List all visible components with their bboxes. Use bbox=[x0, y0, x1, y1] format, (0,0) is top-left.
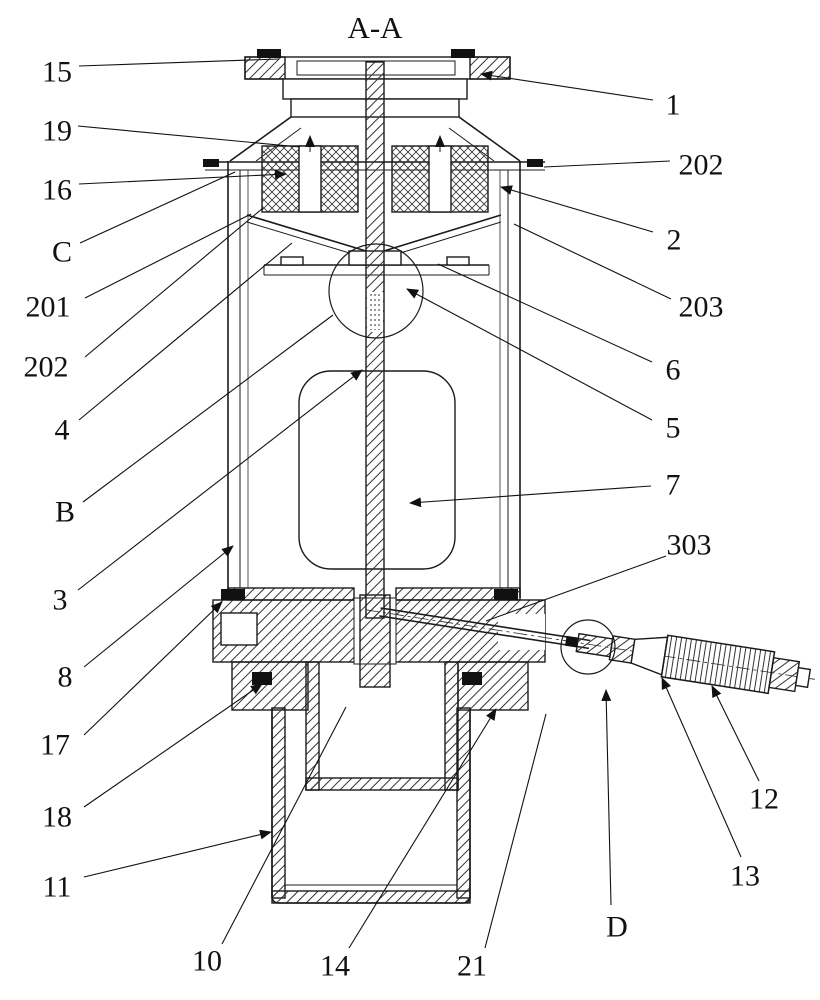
callout-5: 5 bbox=[666, 412, 681, 445]
grip-end-step bbox=[768, 656, 801, 693]
leader-line-17 bbox=[83, 601, 223, 736]
seal-step-right bbox=[462, 672, 482, 685]
body-wall-right bbox=[499, 161, 521, 598]
callout-1: 1 bbox=[666, 89, 681, 122]
plate-end-right bbox=[527, 159, 543, 167]
seal-top-right bbox=[451, 49, 475, 58]
leader-line-202 bbox=[84, 207, 264, 358]
leader-line-11 bbox=[83, 829, 272, 878]
leader-line-10 bbox=[221, 706, 347, 945]
packing-block-right bbox=[391, 135, 489, 213]
leader-line-D bbox=[601, 689, 612, 906]
shaft-perforated-window bbox=[367, 292, 383, 332]
leader-line-C bbox=[79, 171, 236, 244]
callout-6: 6 bbox=[666, 354, 681, 387]
callout-11: 11 bbox=[43, 871, 72, 904]
central-shaft bbox=[365, 61, 385, 619]
callout-12: 12 bbox=[749, 783, 779, 816]
leader-line-8 bbox=[83, 545, 234, 668]
callout-17: 17 bbox=[40, 729, 70, 762]
leader-line-2 bbox=[500, 185, 654, 233]
callout-8: 8 bbox=[58, 661, 73, 694]
callout-16: 16 bbox=[42, 174, 72, 207]
leader-line-202 bbox=[543, 160, 671, 168]
callout-2: 2 bbox=[667, 224, 682, 257]
callout-3: 3 bbox=[53, 584, 68, 617]
callout-19: 19 bbox=[42, 115, 72, 148]
leader-line-18 bbox=[83, 683, 263, 808]
callout-18: 18 bbox=[42, 801, 72, 834]
callout-7: 7 bbox=[666, 469, 681, 502]
callout-203: 203 bbox=[679, 291, 724, 324]
knurled-grip bbox=[660, 634, 776, 695]
leader-line-1 bbox=[480, 70, 654, 101]
detail-circle-B bbox=[328, 243, 424, 339]
callout-14: 14 bbox=[320, 950, 350, 983]
plate-end-left bbox=[203, 159, 219, 167]
detail-circle-D bbox=[560, 619, 616, 675]
leader-line-13 bbox=[661, 677, 742, 858]
valve-collar bbox=[608, 635, 636, 664]
outer-cup bbox=[271, 707, 471, 904]
callout-B: B bbox=[55, 496, 75, 529]
callout-15: 15 bbox=[42, 56, 72, 89]
valve-taper bbox=[630, 636, 669, 676]
section-title: A-A bbox=[347, 10, 403, 45]
leader-line-6 bbox=[437, 263, 653, 363]
valve-rod-assembly bbox=[365, 607, 815, 695]
leader-line-5 bbox=[406, 288, 653, 421]
callout-202: 202 bbox=[679, 149, 724, 182]
leader-line-19 bbox=[77, 125, 301, 148]
seal-flange-left bbox=[221, 589, 245, 600]
leader-line-7 bbox=[409, 485, 652, 508]
seal-step-left bbox=[252, 672, 272, 685]
seal-flange-right bbox=[494, 589, 518, 600]
leader-line-16 bbox=[78, 169, 287, 185]
leader-line-21 bbox=[484, 713, 547, 949]
body-wall-left bbox=[227, 161, 249, 598]
leader-line-15 bbox=[78, 58, 280, 67]
callout-202: 202 bbox=[24, 351, 69, 384]
seal-top-left bbox=[257, 49, 281, 58]
leader-line-201 bbox=[84, 213, 252, 299]
callout-13: 13 bbox=[730, 860, 760, 893]
callout-D: D bbox=[606, 911, 628, 944]
callout-4: 4 bbox=[55, 414, 70, 447]
leader-line-12 bbox=[711, 685, 760, 782]
callout-10: 10 bbox=[192, 945, 222, 978]
valve-fitting bbox=[575, 632, 614, 658]
valve-seal bbox=[565, 635, 579, 648]
callout-21: 21 bbox=[457, 950, 487, 983]
leader-line-203 bbox=[513, 223, 672, 300]
callout-303: 303 bbox=[667, 529, 712, 562]
leader-line-3 bbox=[77, 369, 363, 591]
funnel bbox=[246, 214, 502, 259]
callout-C: C bbox=[52, 236, 72, 269]
leader-line-14 bbox=[348, 708, 497, 949]
leader-line-303 bbox=[485, 555, 667, 622]
grip-tip bbox=[794, 666, 812, 689]
leader-line-B bbox=[82, 314, 334, 503]
callout-201: 201 bbox=[26, 291, 71, 324]
leader-line-4 bbox=[78, 242, 293, 421]
